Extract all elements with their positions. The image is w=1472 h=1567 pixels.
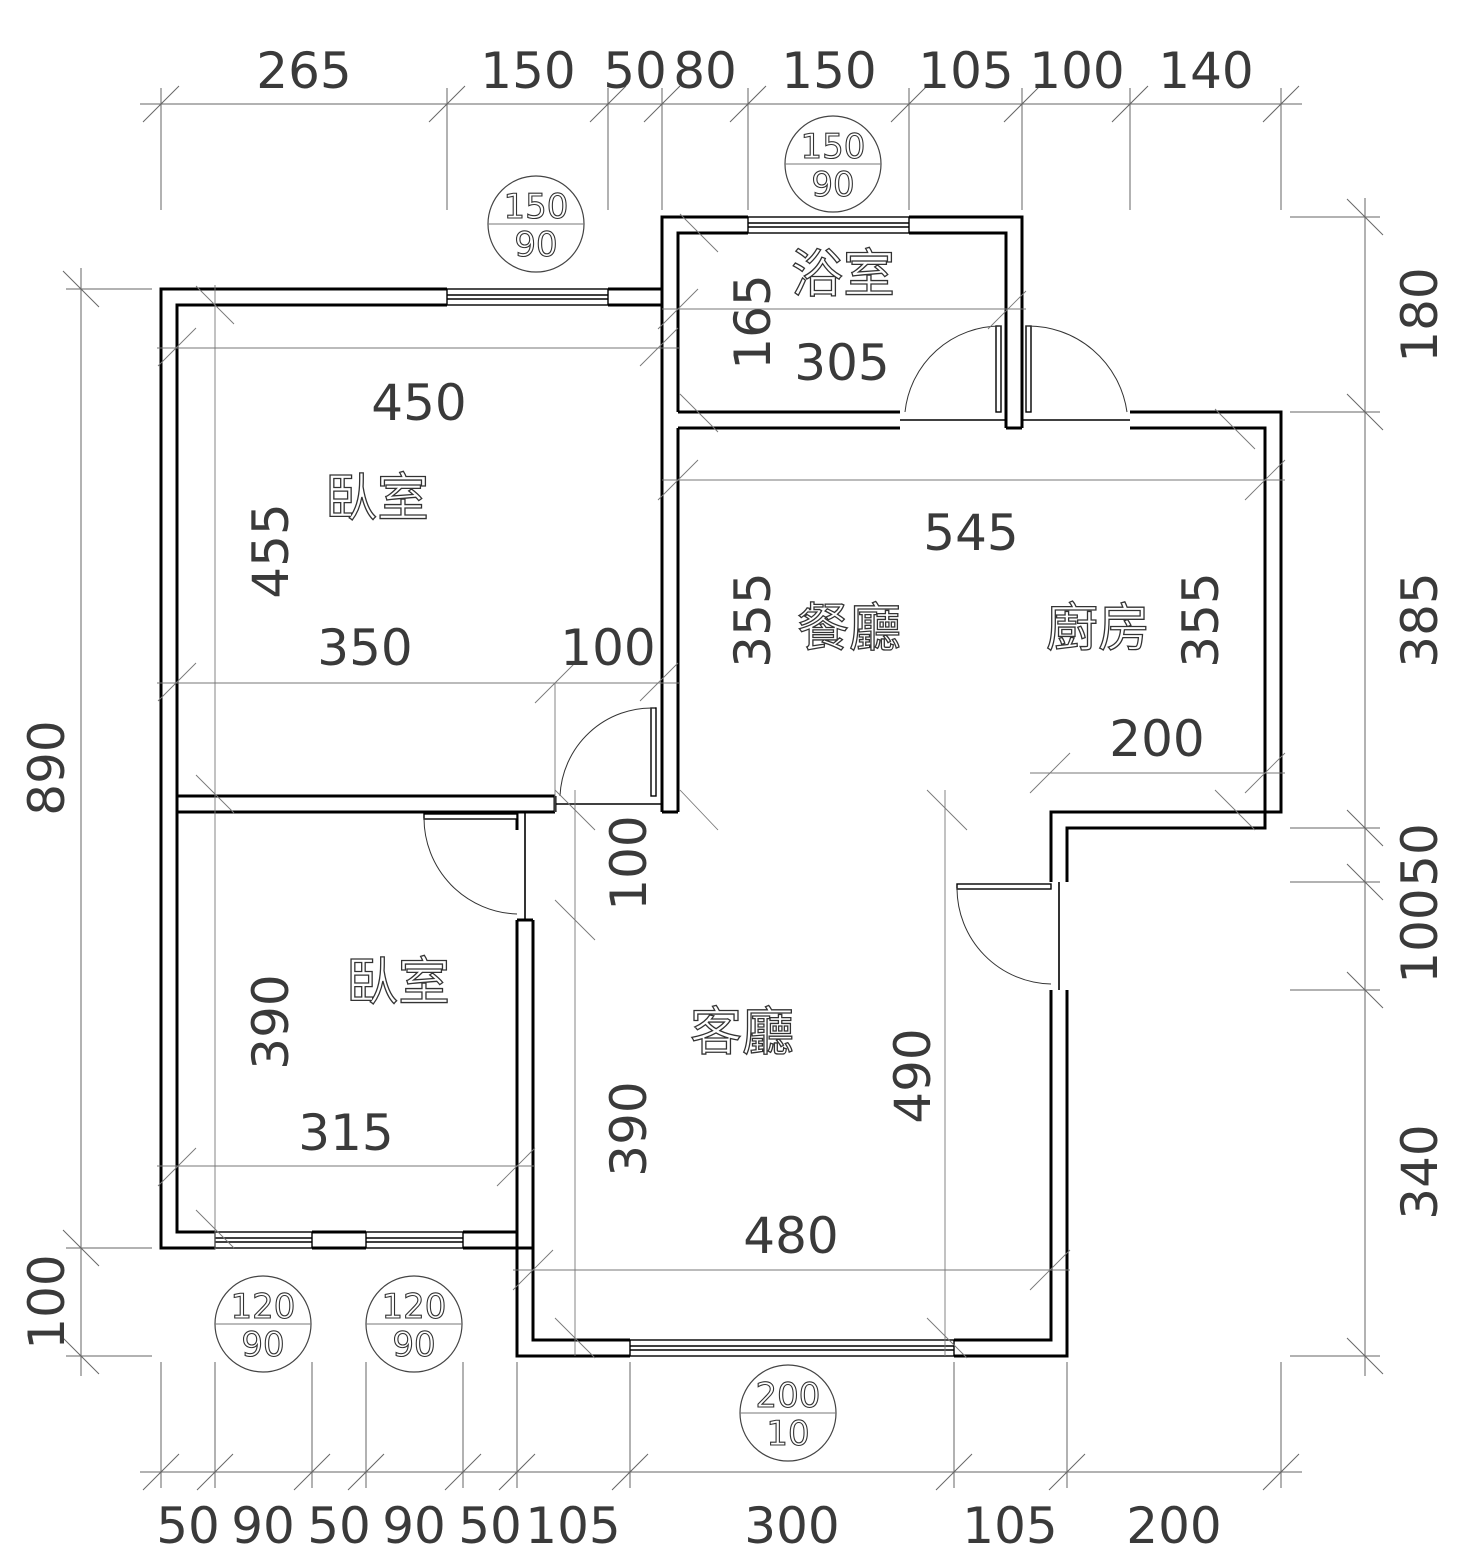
room-bathroom: 浴室 [791,245,895,305]
dim-dk-w: 545 [923,504,1018,562]
svg-text:90: 90 [241,1325,284,1365]
bottom-dimension-chain: 50 90 50 90 50 105 300 105 200 [140,1362,1302,1555]
dim-living-w: 480 [743,1207,838,1265]
dim-kitchen-h: 355 [1172,572,1230,667]
bottom-dim-9: 200 [1126,1497,1221,1555]
room-kitchen: 廚房 [1046,599,1150,659]
bottom-dim-2: 90 [231,1497,295,1555]
bottom-dim-4: 90 [382,1497,446,1555]
window-tag-5: 200 10 [739,1364,837,1462]
bottom-dim-3: 50 [307,1497,371,1555]
interior-walls [177,305,1024,1248]
room-bedroom1: 臥室 [325,469,429,529]
dim-bed2-h: 390 [242,974,300,1069]
dim-bed1-inner: 350 [317,619,412,677]
windows [214,216,955,1357]
svg-text:200: 200 [756,1376,821,1416]
left-dim-total: 890 [18,720,76,815]
room-living: 客廳 [690,1003,794,1063]
dim-living-h1: 390 [600,1081,658,1176]
window-bedroom2-b [365,1231,464,1249]
room-bedroom2: 臥室 [346,953,450,1013]
dim-bed1-w: 450 [371,374,466,432]
dim-living-h2: 490 [884,1028,942,1123]
door-bedroom1 [555,707,662,805]
right-dim-4: 100 [1391,888,1449,983]
dim-bed2-w: 315 [298,1104,393,1162]
dim-bath-w: 305 [794,334,889,392]
top-dim-3: 50 [603,42,667,100]
interior-reference-lines [157,213,1286,1359]
top-dim-4: 80 [673,42,737,100]
top-dim-6: 105 [918,42,1013,100]
top-dim-1: 265 [256,42,351,100]
left-dim-bottom: 100 [18,1254,76,1349]
top-dim-2: 150 [480,42,575,100]
svg-text:90: 90 [514,225,557,265]
svg-text:120: 120 [231,1287,296,1327]
bottom-dim-5: 50 [458,1497,522,1555]
right-dim-2: 385 [1391,572,1449,667]
doors [423,325,1130,990]
right-dim-5: 340 [1391,1124,1449,1219]
svg-text:120: 120 [382,1287,447,1327]
window-bedroom1 [446,288,609,306]
svg-text:90: 90 [392,1325,435,1365]
window-tag-4: 120 90 [365,1275,463,1373]
bottom-dim-6: 105 [525,1497,620,1555]
svg-text:150: 150 [801,127,866,167]
exterior-walls [159,215,1283,1358]
svg-text:10: 10 [766,1414,809,1454]
top-dim-5: 150 [781,42,876,100]
dim-bath-h: 165 [724,274,782,369]
right-dim-1: 180 [1391,267,1449,362]
door-kitchen-side [1022,325,1130,421]
room-dining: 餐廳 [797,599,901,659]
bottom-dim-7: 300 [744,1497,839,1555]
svg-text:90: 90 [811,165,854,205]
top-dim-7: 100 [1029,42,1124,100]
interior-dimensions: 165 305 450 455 350 100 545 355 355 200 … [242,274,1230,1265]
svg-text:150: 150 [504,187,569,227]
bottom-dim-8: 105 [962,1497,1057,1555]
right-dim-3: 50 [1391,823,1449,887]
bottom-dim-1: 50 [156,1497,220,1555]
dim-corridor: 100 [560,619,655,677]
window-tag-2: 150 90 [784,115,882,213]
left-dimension-chain: 890 100 [18,268,152,1376]
door-bathroom [900,325,1006,421]
dim-door-gap: 100 [600,815,658,910]
top-dimension-chain: 265 150 50 80 150 105 100 140 [140,42,1302,210]
window-tag-1: 150 90 [487,175,585,273]
door-living-side [956,882,1060,990]
window-living [629,1339,955,1357]
door-bedroom2 [423,812,526,920]
window-bedroom2-a [214,1231,313,1249]
window-tag-3: 120 90 [214,1275,312,1373]
dim-bed1-h: 455 [242,503,300,598]
top-dim-8: 140 [1158,42,1253,100]
dim-kitchen-w: 200 [1109,710,1204,768]
right-dimension-chain: 180 385 50 100 340 [1290,198,1449,1376]
dim-dining-h: 355 [724,572,782,667]
window-bathroom [747,216,910,234]
